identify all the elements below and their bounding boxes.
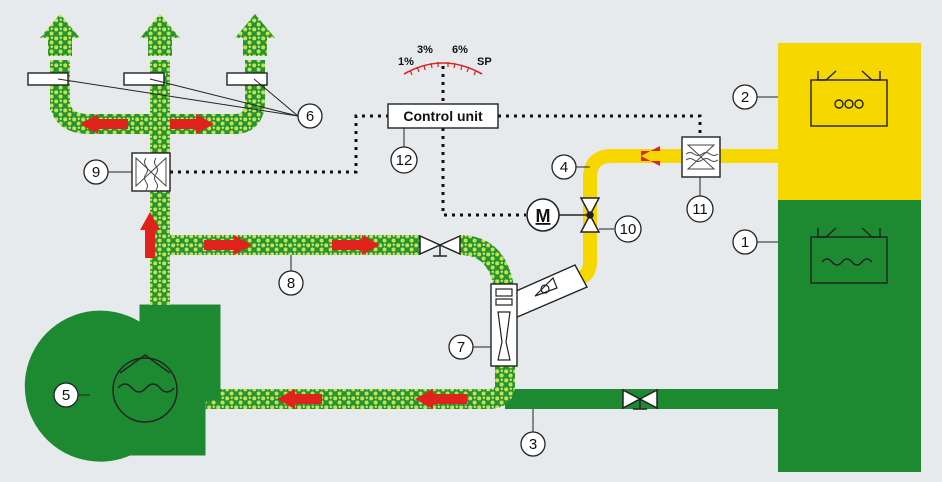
gas-tank-symbol — [810, 70, 888, 127]
liquid-line-valve — [622, 388, 658, 410]
scale-tick-3pct: 3% — [417, 44, 433, 56]
svg-text:4: 4 — [560, 159, 568, 176]
control-signal-lines — [170, 66, 702, 217]
svg-text:6: 6 — [306, 108, 314, 125]
liquid-tank-symbol — [810, 227, 888, 284]
callout-9: 9 — [83, 159, 109, 185]
callout-1: 1 — [732, 229, 758, 255]
scale-tick-sp: SP — [477, 56, 492, 68]
ejector-body-symbol — [495, 288, 513, 361]
svg-text:9: 9 — [92, 164, 100, 181]
setpoint-scale: 1% 3% 6% SP — [398, 44, 492, 76]
tank-gas-compartment — [778, 43, 921, 200]
scale-tick-1pct: 1% — [398, 56, 414, 68]
gas-control-valve — [579, 197, 601, 233]
flow-distributor-symbol — [135, 156, 167, 191]
foam-outlet-arrows — [40, 14, 275, 56]
callout-12: 12 — [390, 146, 418, 174]
callout-11: 11 — [686, 195, 714, 223]
callout-4: 4 — [551, 154, 577, 180]
callout-8: 8 — [278, 270, 304, 296]
callout-2: 2 — [732, 84, 758, 110]
callout-5: 5 — [53, 382, 79, 408]
control-unit-box — [387, 103, 499, 129]
svg-text:8: 8 — [287, 275, 295, 292]
callout-leader-lines — [57, 78, 778, 432]
gas-nozzle-symbol — [534, 276, 558, 297]
callout-3: 3 — [520, 431, 546, 457]
svg-text:12: 12 — [396, 152, 413, 169]
flow-arrows — [80, 114, 467, 409]
callout-6: 6 — [297, 103, 323, 129]
ejector-body — [490, 283, 518, 367]
motor-label: M — [536, 206, 551, 226]
scale-tick-6pct: 6% — [452, 44, 468, 56]
svg-text:10: 10 — [620, 221, 637, 238]
svg-text:2: 2 — [741, 89, 749, 106]
gas-flow-arrow — [641, 146, 660, 166]
callout-7: 7 — [448, 334, 474, 360]
control-unit-label: Control unit — [403, 108, 483, 124]
svg-text:11: 11 — [692, 201, 708, 218]
gas-sight-window-symbol — [685, 144, 719, 170]
svg-text:7: 7 — [457, 339, 465, 356]
tank-liquid-compartment — [778, 200, 921, 472]
gas-line — [570, 149, 778, 288]
svg-text:1: 1 — [741, 234, 749, 251]
mixture-line-valve — [419, 234, 461, 257]
svg-text:3: 3 — [529, 436, 537, 453]
foam-outlet-nozzles — [27, 72, 268, 86]
svg-text:5: 5 — [62, 387, 70, 404]
callout-10: 10 — [614, 215, 642, 243]
pump — [24, 304, 221, 462]
